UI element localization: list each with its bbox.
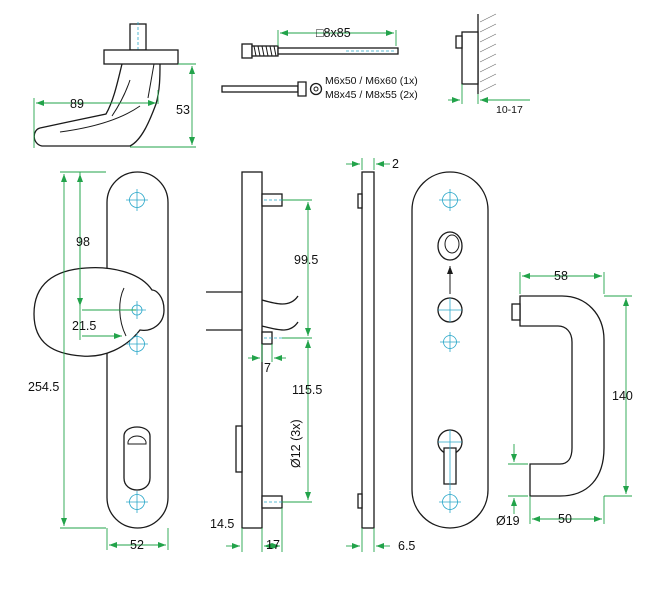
knob-top-label: 98 xyxy=(76,235,90,249)
door-section xyxy=(448,13,530,104)
plate-side-view xyxy=(206,171,300,529)
back-screw-hole-bottom xyxy=(439,491,461,513)
plate-gap-label: 2 xyxy=(392,157,399,171)
front-plate-knob xyxy=(33,171,169,529)
back-screw-hole-top xyxy=(439,189,461,211)
back-cylinder-hole xyxy=(437,429,463,490)
pull-diameter-label: Ø19 xyxy=(496,514,520,528)
cylinder-hole xyxy=(123,426,151,491)
back-plate xyxy=(411,171,489,529)
pull-bottom-label: 50 xyxy=(558,512,572,526)
plate-depth-label: 14.5 xyxy=(210,517,234,531)
knob-offset-label: 21.5 xyxy=(72,319,96,333)
front-plate-dimensions xyxy=(60,171,169,550)
back-screw-hole-mid xyxy=(440,332,460,352)
lever-length-label: 89 xyxy=(70,97,84,111)
rosette-insert xyxy=(437,231,463,294)
pull-height-label: 140 xyxy=(612,389,633,403)
side-view-dimensions xyxy=(226,199,312,552)
screws-line1-label: M6x50 / M6x60 (1x) xyxy=(325,75,418,87)
screw-countersunk xyxy=(221,81,323,97)
lever-side-view xyxy=(33,22,179,147)
lever-dimensions xyxy=(33,63,196,148)
back-knob-hole xyxy=(437,297,463,323)
plate-edge-view xyxy=(346,158,390,552)
bolt-offset-label: 7 xyxy=(264,361,271,375)
bolt-upper-label: 99.5 xyxy=(294,253,318,267)
plate-length-label: 254.5 xyxy=(28,380,59,394)
pin-length-label: 17 xyxy=(266,538,280,552)
lever-height-label: 53 xyxy=(176,103,190,117)
plate-thickness-label: 6.5 xyxy=(398,539,415,553)
screw-hole-mid xyxy=(126,333,148,355)
screw-size-label: □8x85 xyxy=(316,26,351,40)
bolt-lower-label: 115.5 xyxy=(292,383,322,397)
screw-hole-bottom xyxy=(126,491,148,513)
bore-label: Ø12 (3x) xyxy=(289,419,303,468)
door-thickness-label: 10-17 xyxy=(496,104,523,116)
plate-width-label: 52 xyxy=(130,538,144,552)
screw-hole-top xyxy=(126,189,148,211)
pull-handle xyxy=(508,272,632,524)
screws-line2-label: M8x45 / M8x55 (2x) xyxy=(325,89,418,101)
pull-top-label: 58 xyxy=(554,269,568,283)
screw-top xyxy=(241,30,399,59)
